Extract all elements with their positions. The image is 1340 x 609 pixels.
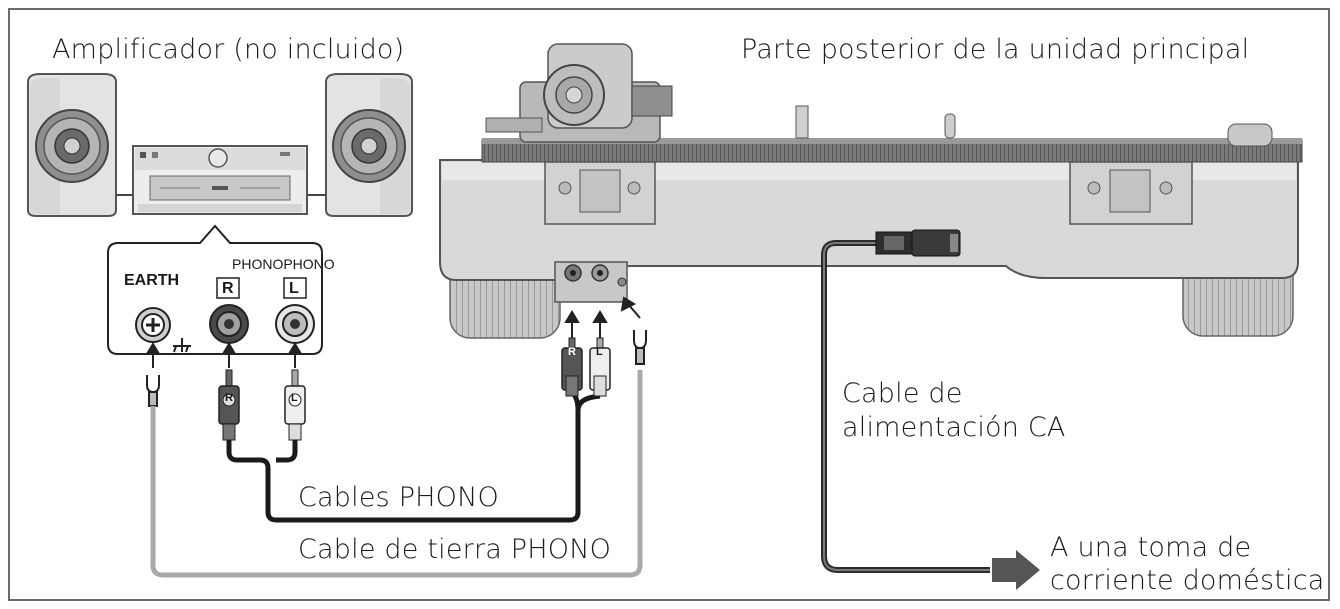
turntable-plug-r-mark: R bbox=[568, 346, 576, 358]
left-speaker bbox=[27, 73, 117, 217]
phono-jack-l bbox=[275, 304, 315, 344]
phono-jack-r bbox=[209, 304, 249, 344]
earth-cable bbox=[150, 370, 643, 578]
jack-l-tag bbox=[283, 277, 307, 299]
outlet-label-line2: corriente doméstica bbox=[1050, 565, 1325, 596]
earth-label: EARTH bbox=[124, 272, 180, 289]
jack-r-tag bbox=[216, 277, 240, 299]
phono-label: PHONOPHONO bbox=[232, 256, 335, 272]
turntable-arrows bbox=[564, 296, 641, 338]
earth-terminal bbox=[135, 307, 171, 343]
earth-fork-turntable bbox=[633, 330, 647, 365]
jack-r-label: R bbox=[222, 280, 234, 297]
rca-plug-l-turntable bbox=[589, 337, 611, 397]
amplifier-label: Amplificador (no incluido) bbox=[52, 34, 405, 65]
ac-cable-label-line1: Cable de bbox=[842, 378, 963, 409]
amplifier bbox=[132, 145, 308, 215]
turntable bbox=[439, 43, 1303, 339]
ac-cable-label-line2: alimentación CA bbox=[842, 412, 1066, 443]
jack-l-label: L bbox=[289, 280, 299, 297]
earth-cable-label: Cable de tierra PHONO bbox=[298, 534, 612, 565]
outlet-arrow-icon bbox=[992, 550, 1040, 590]
rear-unit-label: Parte posterior de la unidad principal bbox=[741, 34, 1250, 65]
amp-arrows bbox=[145, 342, 303, 368]
rca-plug-r-turntable bbox=[561, 337, 583, 397]
outlet-label-line1: A una toma de bbox=[1050, 532, 1252, 563]
plug-r-mark: R bbox=[225, 392, 233, 404]
phono-cable bbox=[226, 410, 581, 523]
turntable-plug-l-mark: L bbox=[596, 346, 603, 358]
phono-cable-l-amp bbox=[276, 440, 298, 463]
earth-fork-amp bbox=[146, 375, 160, 407]
rca-plug-r-amp bbox=[218, 369, 240, 441]
rca-plug-l-amp bbox=[284, 369, 306, 441]
ac-inlet-plug bbox=[875, 229, 961, 257]
phono-cables-label: Cables PHONO bbox=[298, 482, 499, 513]
right-speaker bbox=[325, 73, 413, 217]
ground-symbol-icon bbox=[173, 338, 191, 353]
plug-l-mark: L bbox=[291, 392, 298, 404]
